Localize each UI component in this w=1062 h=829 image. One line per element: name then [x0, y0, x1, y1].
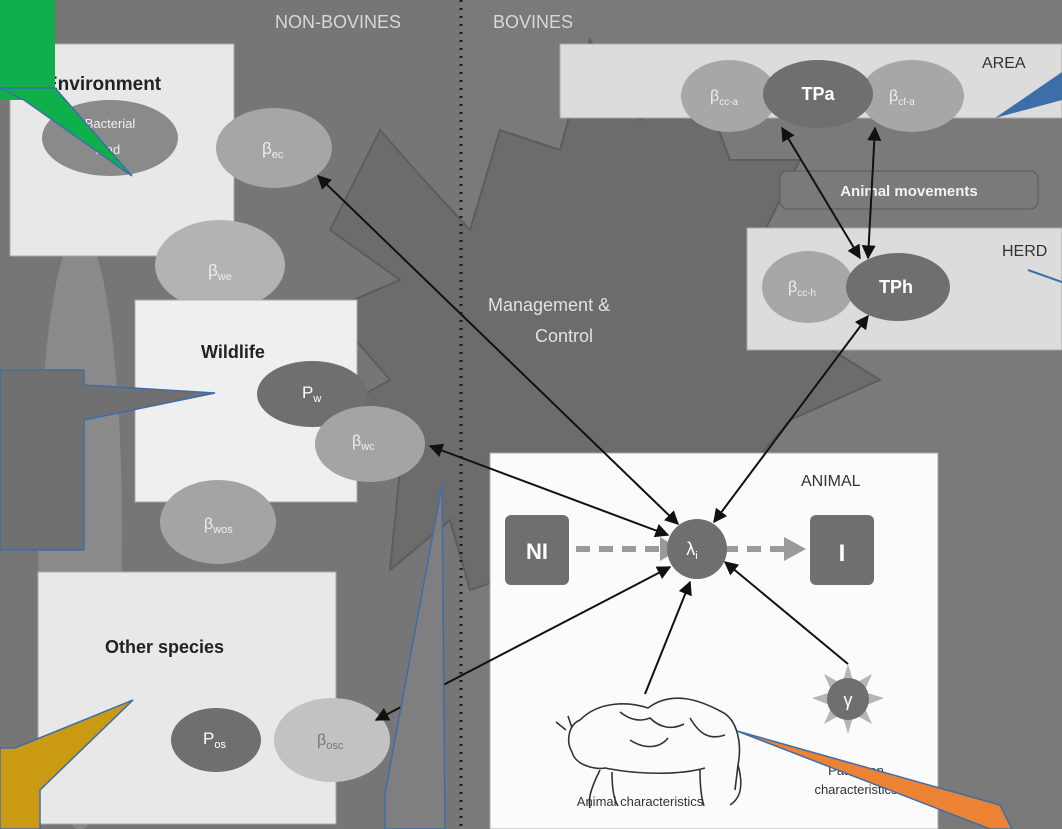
environment-title: Environment [45, 74, 162, 95]
animal-label: ANIMAL [801, 473, 861, 490]
beta-cca-label: βcc-a [710, 88, 739, 108]
other-species-box [37, 571, 337, 825]
management-line2: Control [535, 326, 593, 346]
beta-wos-ellipse [160, 480, 276, 564]
ni-label: NI [526, 539, 548, 564]
lambda-label: λi [686, 539, 697, 562]
arrow-wc-lambda [428, 443, 670, 538]
arrow-tph-cfa [861, 126, 882, 260]
beta-we-sym: β [208, 261, 218, 280]
beta-ec-label: βec [262, 139, 284, 161]
beta-we-ellipse [155, 220, 285, 310]
beta-we-label: βwe [208, 261, 232, 283]
p-os-ellipse [171, 708, 261, 772]
arrow-pathogen-lambda [723, 561, 849, 665]
other-species-title: Other species [105, 637, 224, 657]
beta-osc-sym: β [317, 732, 326, 749]
beta-ec-sub: ec [272, 149, 284, 161]
header-bovines: BOVINES [493, 12, 573, 32]
beta-cca-ellipse [681, 60, 777, 132]
orange-callout [736, 730, 1013, 829]
dashed-arrowhead-2 [784, 537, 806, 561]
management-line1: Management & [488, 295, 610, 315]
beta-cch-sub: cc-h [797, 288, 816, 299]
p-w-label: Pw [302, 383, 321, 405]
header-non-bovines: NON-BOVINES [275, 12, 401, 32]
arrow-tph-cca [781, 126, 861, 260]
blue-callout-herd-pointer [1027, 269, 1062, 283]
lambda-sym: λ [686, 539, 695, 559]
beta-cch-ellipse [762, 251, 854, 323]
beta-ec-ellipse [216, 108, 332, 188]
animal-movements-label: Animal movements [840, 183, 978, 200]
herd-label: HERD [1002, 243, 1047, 260]
i-box [810, 515, 874, 585]
beta-cca-sym: β [710, 88, 719, 105]
blue-callout-area-pointer [995, 72, 1062, 118]
beta-osc-label: βosc [317, 732, 344, 752]
beta-cch-label: βcc-h [788, 279, 816, 299]
area-label: AREA [982, 55, 1026, 72]
green-callout-pointer [0, 87, 133, 177]
i-label: I [839, 540, 846, 567]
lambda-circle [667, 519, 727, 579]
tpa-label: TPa [801, 84, 835, 104]
tph-label: TPh [879, 277, 913, 297]
lambda-sub: i [695, 550, 697, 562]
p-w-sub: w [312, 393, 321, 405]
beta-cfa-sub: cf-a [898, 97, 915, 108]
bacterial-load-line1: Bacterial [85, 116, 136, 131]
p-os-sym: P [203, 729, 214, 748]
beta-wc-sub: wc [360, 441, 375, 453]
beta-osc-sub: osc [326, 740, 344, 752]
beta-cfa-ellipse [860, 60, 964, 132]
animal-characteristics-label: Animal characteristics [577, 794, 704, 809]
gray-callout-left [0, 369, 216, 551]
beta-wc-sym: β [352, 433, 361, 450]
beta-cch-sym: β [788, 279, 797, 296]
beta-cfa-label: βcf-a [889, 88, 915, 108]
beta-osc-ellipse [274, 698, 390, 782]
arrow-tph-lambda [713, 314, 869, 524]
tpa-ellipse [763, 60, 873, 128]
beta-wos-sub: wos [212, 524, 233, 536]
green-callout-box [0, 0, 55, 100]
p-os-label: Pos [203, 729, 226, 751]
tph-ellipse [846, 253, 950, 321]
pathogen-sun-icon [812, 664, 884, 734]
beta-we-sub: we [217, 271, 232, 283]
gamma-label: γ [844, 690, 853, 710]
beta-cfa-sym: β [889, 88, 898, 105]
beta-wos-sym: β [204, 516, 213, 533]
p-w-sym: P [302, 383, 313, 402]
beta-wos-label: βwos [204, 516, 233, 536]
beta-cca-sub: cc-a [719, 97, 738, 108]
arrow-animal-lambda [644, 580, 692, 695]
beta-ec-sym: β [262, 139, 272, 158]
gray-callout-bottom [384, 484, 446, 829]
wildlife-title: Wildlife [201, 342, 265, 362]
p-os-sub: os [214, 739, 226, 751]
gold-callout [0, 699, 134, 829]
